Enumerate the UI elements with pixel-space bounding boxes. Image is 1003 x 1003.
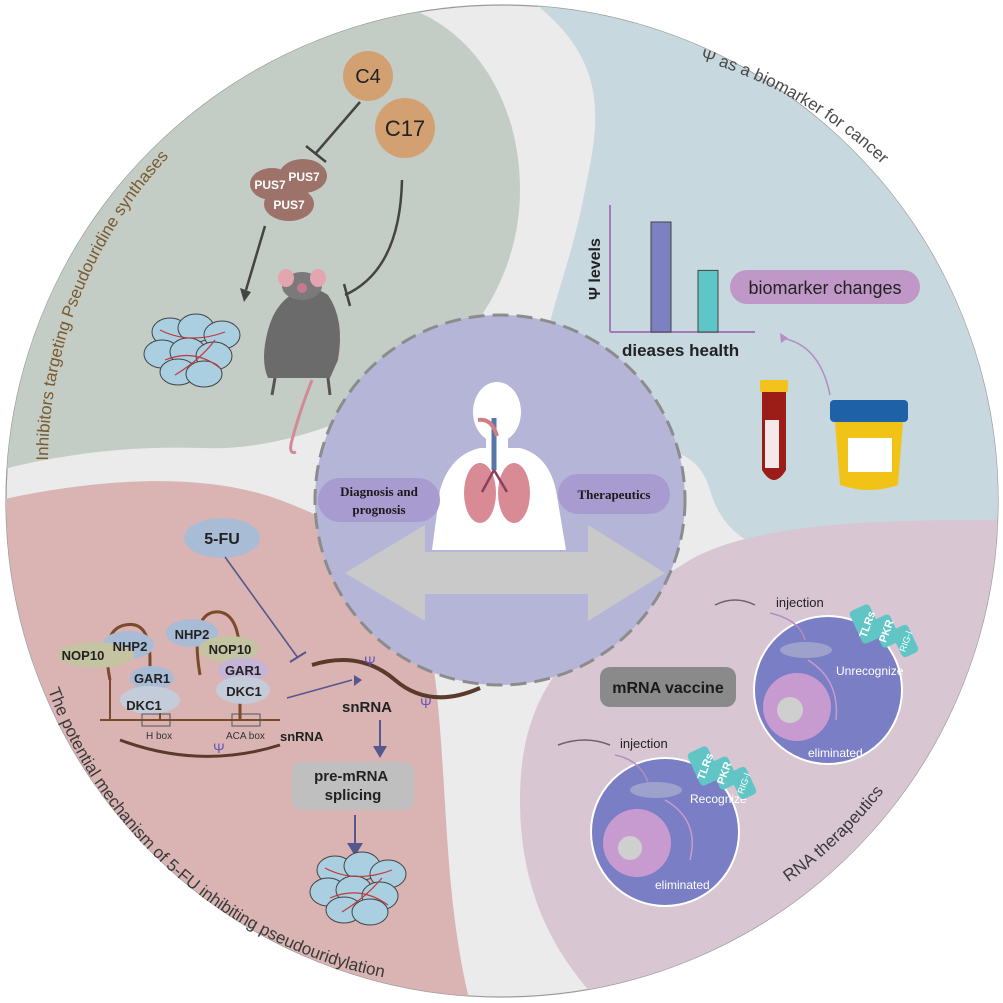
svg-text:PUS7: PUS7: [288, 170, 320, 184]
svg-text:C17: C17: [385, 116, 425, 141]
c4-inhibit-bar: [305, 145, 327, 163]
snrna-strand-right: [311, 658, 481, 700]
c4-inhibit-line: [315, 101, 361, 154]
hbox-label: H box: [146, 731, 172, 742]
snrna-strand-left: [119, 738, 281, 758]
svg-text:NOP10: NOP10: [209, 642, 252, 657]
svg-text:C4: C4: [355, 66, 381, 88]
5fu-inhibit-line: [224, 556, 299, 659]
snornp-complex-left: NHP2 NOP10 GAR1 DKC1: [58, 622, 180, 721]
psi-mark: Ψ: [420, 695, 432, 711]
double-arrow: [345, 525, 665, 621]
mrna-strand-icon: [714, 599, 756, 606]
recognize-path: [664, 799, 693, 861]
sample-arrow: [781, 337, 831, 396]
unrecognize-label: Unrecognize: [836, 664, 904, 678]
bar-health: [697, 269, 719, 333]
svg-text:biomarker changes: biomarker changes: [748, 278, 901, 298]
cell-unrecognized: [753, 615, 903, 765]
psi-mark: Ψ: [364, 653, 376, 669]
svg-text:DKC1: DKC1: [226, 684, 261, 699]
acabox-label: ACA box: [226, 731, 265, 742]
chart-ylabel: Ψ levels: [587, 238, 604, 300]
cell-recognized: [590, 757, 740, 907]
recognize-label: Recognize: [690, 792, 747, 806]
svg-text:NHP2: NHP2: [113, 639, 148, 654]
snrna-label-right: snRNA: [342, 699, 392, 716]
therapeutics-label: Therapeutics: [558, 474, 670, 514]
injection-label-bottom: injection: [620, 736, 668, 751]
biomarker-chart: Ψ levels dieases health: [587, 205, 755, 360]
bar-dieases: [650, 221, 672, 333]
svg-text:DKC1: DKC1: [126, 698, 161, 713]
hbox-rect: [141, 713, 171, 727]
pus-to-tumor-arrow: [244, 225, 267, 291]
svg-text:pre-mRNA splicing: pre-mRNA splicing: [314, 768, 392, 804]
mrna-strand-icon: [557, 739, 611, 746]
injection-arrow-bottom: [614, 754, 649, 783]
chart-xlabel: dieases health: [622, 341, 739, 360]
c17-inhibit-bar: [342, 283, 352, 307]
compound-c4: C4: [343, 51, 393, 101]
arrowhead: [780, 333, 788, 343]
eliminated-label-bottom: eliminated: [655, 878, 710, 892]
5fu-badge: 5-FU: [184, 518, 260, 558]
splicing-box: pre-mRNA splicing: [292, 762, 414, 810]
snrna-label-left: snRNA: [280, 729, 324, 744]
acabox-rect: [231, 713, 261, 727]
human-silhouette-icon: [432, 382, 566, 550]
svg-text:Therapeutics: Therapeutics: [578, 487, 651, 502]
arrowhead: [354, 675, 362, 686]
receptor-tags-bottom: TLRs PKR RIG-Ⅰ: [687, 746, 757, 800]
svg-text:5-FU: 5-FU: [204, 531, 240, 548]
c17-inhibit-line: [344, 179, 404, 297]
snornp-complex-right: NHP2 NOP10 GAR1 DKC1: [166, 610, 270, 720]
mouse-icon: [264, 269, 341, 454]
svg-text:GAR1: GAR1: [225, 663, 261, 678]
arrowhead: [240, 288, 251, 302]
svg-text:NHP2: NHP2: [175, 627, 210, 642]
compound-c17: C17: [375, 98, 435, 158]
tumor-cell-cluster-bottom: [309, 851, 407, 926]
injection-arrow-top: [769, 612, 806, 641]
svg-text:NOP10: NOP10: [62, 648, 105, 663]
blood-tube-icon: [760, 380, 788, 480]
mrna-vaccine-badge: mRNA vaccine: [600, 667, 736, 707]
psi-mark: Ψ: [213, 740, 225, 756]
svg-text:mRNA vaccine: mRNA vaccine: [612, 680, 724, 697]
arrowhead: [347, 843, 363, 856]
arrowhead: [373, 746, 387, 758]
svg-text:PUS7: PUS7: [254, 178, 286, 192]
urine-cup-icon: [830, 400, 908, 490]
5fu-inhibit-bar: [289, 651, 307, 663]
injection-label-top: injection: [776, 595, 824, 610]
pus7-cluster: PUS7 PUS7 PUS7: [250, 159, 327, 221]
unrecognize-path: [807, 659, 838, 721]
to-snrna-arrow: [286, 679, 353, 699]
eliminated-label-top: eliminated: [808, 746, 863, 760]
biomarker-changes-badge: biomarker changes: [730, 270, 920, 304]
receptor-tags-top: TLRs PKR RIG-Ⅰ: [849, 604, 919, 658]
svg-text:GAR1: GAR1: [134, 671, 170, 686]
svg-text:PUS7: PUS7: [273, 198, 305, 212]
tumor-cell-cluster-top: [143, 313, 241, 388]
